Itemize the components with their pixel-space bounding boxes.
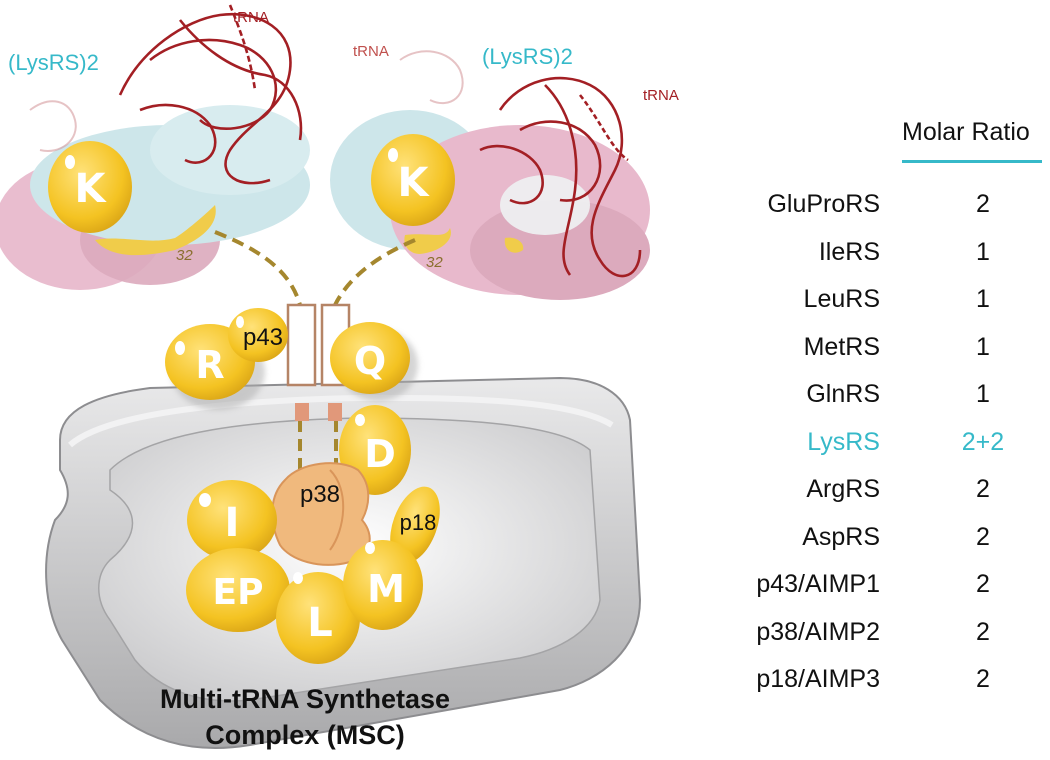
label-p38: p38 bbox=[300, 481, 340, 508]
row-ratio: 2+2 bbox=[961, 427, 1005, 456]
table-row: MetRS 1 bbox=[640, 333, 1040, 373]
label-k-right: K bbox=[398, 160, 431, 206]
lysrs-left-structure bbox=[0, 4, 310, 290]
table-row: GluProRS 2 bbox=[640, 190, 1040, 230]
faded-trna-right bbox=[399, 50, 464, 105]
highlight-p43 bbox=[236, 316, 244, 328]
row-name: LeuRS bbox=[803, 285, 880, 313]
row-ratio: 2 bbox=[976, 190, 990, 218]
row-name: GluProRS bbox=[767, 190, 880, 218]
yellow-patch-left bbox=[95, 205, 216, 256]
label-32-right: 32 bbox=[426, 254, 443, 271]
label-lysrs-left: (LysRS)2 bbox=[8, 50, 99, 75]
upper-subcomplex bbox=[165, 303, 418, 421]
row-name: AspRS bbox=[802, 522, 880, 551]
row-ratio: 1 bbox=[976, 332, 990, 361]
msc-title-line2: Complex (MSC) bbox=[205, 720, 405, 750]
table-row: p43/AIMP1 2 bbox=[640, 570, 1040, 610]
label-q: Q bbox=[354, 339, 386, 383]
k-domains bbox=[48, 134, 455, 233]
label-l: L bbox=[307, 600, 333, 646]
linker-stub-left bbox=[295, 403, 309, 421]
table-row: GlnRS 1 bbox=[640, 380, 1040, 420]
label-k-left: K bbox=[75, 166, 108, 212]
domain-m bbox=[343, 540, 423, 630]
trna-right bbox=[479, 76, 642, 278]
table-row: LysRS 2+2 bbox=[640, 428, 1040, 468]
surface-white-right bbox=[500, 175, 590, 235]
faded-trna-left bbox=[29, 100, 77, 152]
table-row: LeuRS 1 bbox=[640, 285, 1040, 325]
domain-l bbox=[276, 572, 360, 664]
row-ratio: 2 bbox=[976, 475, 990, 503]
row-ratio: 2 bbox=[976, 522, 990, 551]
row-name: p43/AIMP1 bbox=[756, 570, 880, 598]
row-ratio: 2 bbox=[976, 617, 990, 646]
label-ep: EP bbox=[213, 572, 264, 613]
label-trna-right: tRNA bbox=[643, 87, 679, 104]
linker-box-left bbox=[286, 303, 317, 387]
label-i: I bbox=[225, 500, 240, 546]
label-trna-right-top: tRNA bbox=[353, 43, 389, 60]
highlight-k-left bbox=[65, 155, 75, 169]
diagram-labels: (LysRS)2 (LysRS)2 tRNA tRNA tRNA 32 32 K… bbox=[8, 9, 679, 750]
linkers bbox=[214, 230, 416, 470]
table-row: ArgRS 2 bbox=[640, 475, 1040, 515]
label-trna-left: tRNA bbox=[233, 9, 269, 26]
lysrs-right-structure bbox=[330, 50, 650, 300]
highlight-d bbox=[355, 414, 365, 426]
row-ratio: 1 bbox=[976, 237, 990, 266]
highlight-l bbox=[293, 572, 303, 584]
table-header: Molar Ratio bbox=[902, 118, 1030, 146]
label-p43: p43 bbox=[243, 324, 283, 351]
highlight-k-right bbox=[388, 148, 398, 162]
linker-right bbox=[333, 238, 416, 306]
row-name: p18/AIMP3 bbox=[756, 665, 880, 693]
domain-ep bbox=[186, 548, 290, 632]
linker-left bbox=[214, 230, 302, 306]
table-row: p38/AIMP2 2 bbox=[640, 618, 1040, 658]
row-ratio: 1 bbox=[976, 285, 990, 313]
row-name: ArgRS bbox=[806, 475, 880, 503]
label-r: R bbox=[195, 343, 224, 387]
label-p18: p18 bbox=[400, 510, 437, 535]
p38-fold bbox=[329, 469, 345, 551]
msc-title-line1: Multi-tRNA Synthetase bbox=[160, 684, 450, 714]
label-32-left: 32 bbox=[176, 247, 193, 264]
label-m: M bbox=[367, 567, 405, 611]
domain-p38 bbox=[271, 462, 371, 566]
trna-left bbox=[118, 4, 303, 185]
row-name: LysRS bbox=[807, 427, 880, 456]
highlight-m bbox=[365, 542, 375, 554]
row-ratio: 2 bbox=[976, 570, 990, 598]
scaffold-rim bbox=[68, 394, 614, 448]
row-name: MetRS bbox=[803, 332, 880, 361]
linker-stub-right bbox=[328, 403, 342, 421]
highlight-r bbox=[175, 341, 185, 355]
row-name: GlnRS bbox=[806, 380, 880, 408]
row-name: IleRS bbox=[818, 237, 880, 266]
row-ratio: 1 bbox=[976, 380, 990, 408]
highlight-i bbox=[199, 493, 211, 507]
table-row: IleRS 1 bbox=[640, 238, 1040, 278]
domain-q bbox=[330, 322, 410, 394]
label-lysrs-right: (LysRS)2 bbox=[482, 44, 573, 69]
table-header-underline bbox=[902, 160, 1042, 163]
lower-subcomplex bbox=[186, 405, 440, 664]
yellow-patch-right bbox=[404, 228, 451, 254]
label-d: D bbox=[364, 432, 396, 476]
row-name: p38/AIMP2 bbox=[756, 617, 880, 646]
yellow-patch-right-2 bbox=[504, 237, 524, 253]
domain-p18 bbox=[390, 486, 440, 564]
row-ratio: 2 bbox=[976, 665, 990, 693]
table-row: AspRS 2 bbox=[640, 523, 1040, 563]
table-row: p18/AIMP3 2 bbox=[640, 665, 1040, 705]
